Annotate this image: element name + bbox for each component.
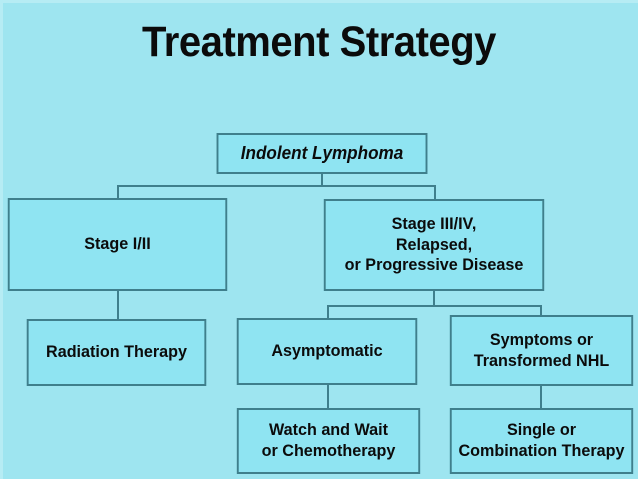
node-label: Radiation Therapy	[46, 342, 187, 362]
connector-stage3-stem	[433, 291, 435, 307]
node-asymptomatic[interactable]: Asymptomatic	[236, 318, 418, 385]
node-label-line-2: Relapsed,	[395, 234, 473, 254]
node-label-line-3: or Progressive Disease	[344, 255, 524, 275]
node-label-line-2: Transformed NHL	[473, 350, 610, 370]
connector-root-to-stage1	[117, 185, 119, 199]
connector-stage3-to-asymp	[327, 305, 329, 319]
node-label-line-1: Stage III/IV,	[391, 213, 477, 233]
node-stage-i-ii[interactable]: Stage I/II	[7, 198, 228, 291]
node-label-line-1: Symptoms or	[489, 329, 594, 349]
node-indolent-lymphoma[interactable]: Indolent Lymphoma	[216, 133, 428, 174]
connector-root-bar	[117, 185, 436, 187]
node-symptoms-transformed-nhl[interactable]: Symptoms or Transformed NHL	[449, 315, 634, 386]
node-label-line-1: Watch and Wait	[268, 420, 389, 440]
connector-asymp-to-watch	[327, 385, 329, 409]
node-stage-iii-iv[interactable]: Stage III/IV, Relapsed, or Progressive D…	[323, 199, 545, 291]
connector-stage1-to-radiation	[117, 291, 119, 320]
connector-symptoms-to-single	[540, 385, 542, 409]
connector-stage3-bar	[327, 305, 542, 307]
connector-root-to-stage3	[434, 185, 436, 200]
page-title: Treatment Strategy	[142, 18, 496, 66]
node-label: Asymptomatic	[271, 341, 383, 361]
connector-root-stem	[321, 174, 323, 187]
node-radiation-therapy[interactable]: Radiation Therapy	[26, 319, 207, 386]
node-label-line-2: Combination Therapy	[458, 441, 625, 460]
node-label-line-2: or Chemotherapy	[261, 441, 396, 460]
node-single-or-combination-therapy[interactable]: Single or Combination Therapy	[449, 408, 634, 474]
node-watch-and-wait[interactable]: Watch and Wait or Chemotherapy	[236, 408, 421, 474]
connector-stage3-to-symptoms	[540, 305, 542, 316]
node-label-line-1: Single or	[506, 420, 577, 440]
node-label: Indolent Lymphoma	[240, 142, 404, 163]
node-label: Stage I/II	[84, 234, 151, 254]
